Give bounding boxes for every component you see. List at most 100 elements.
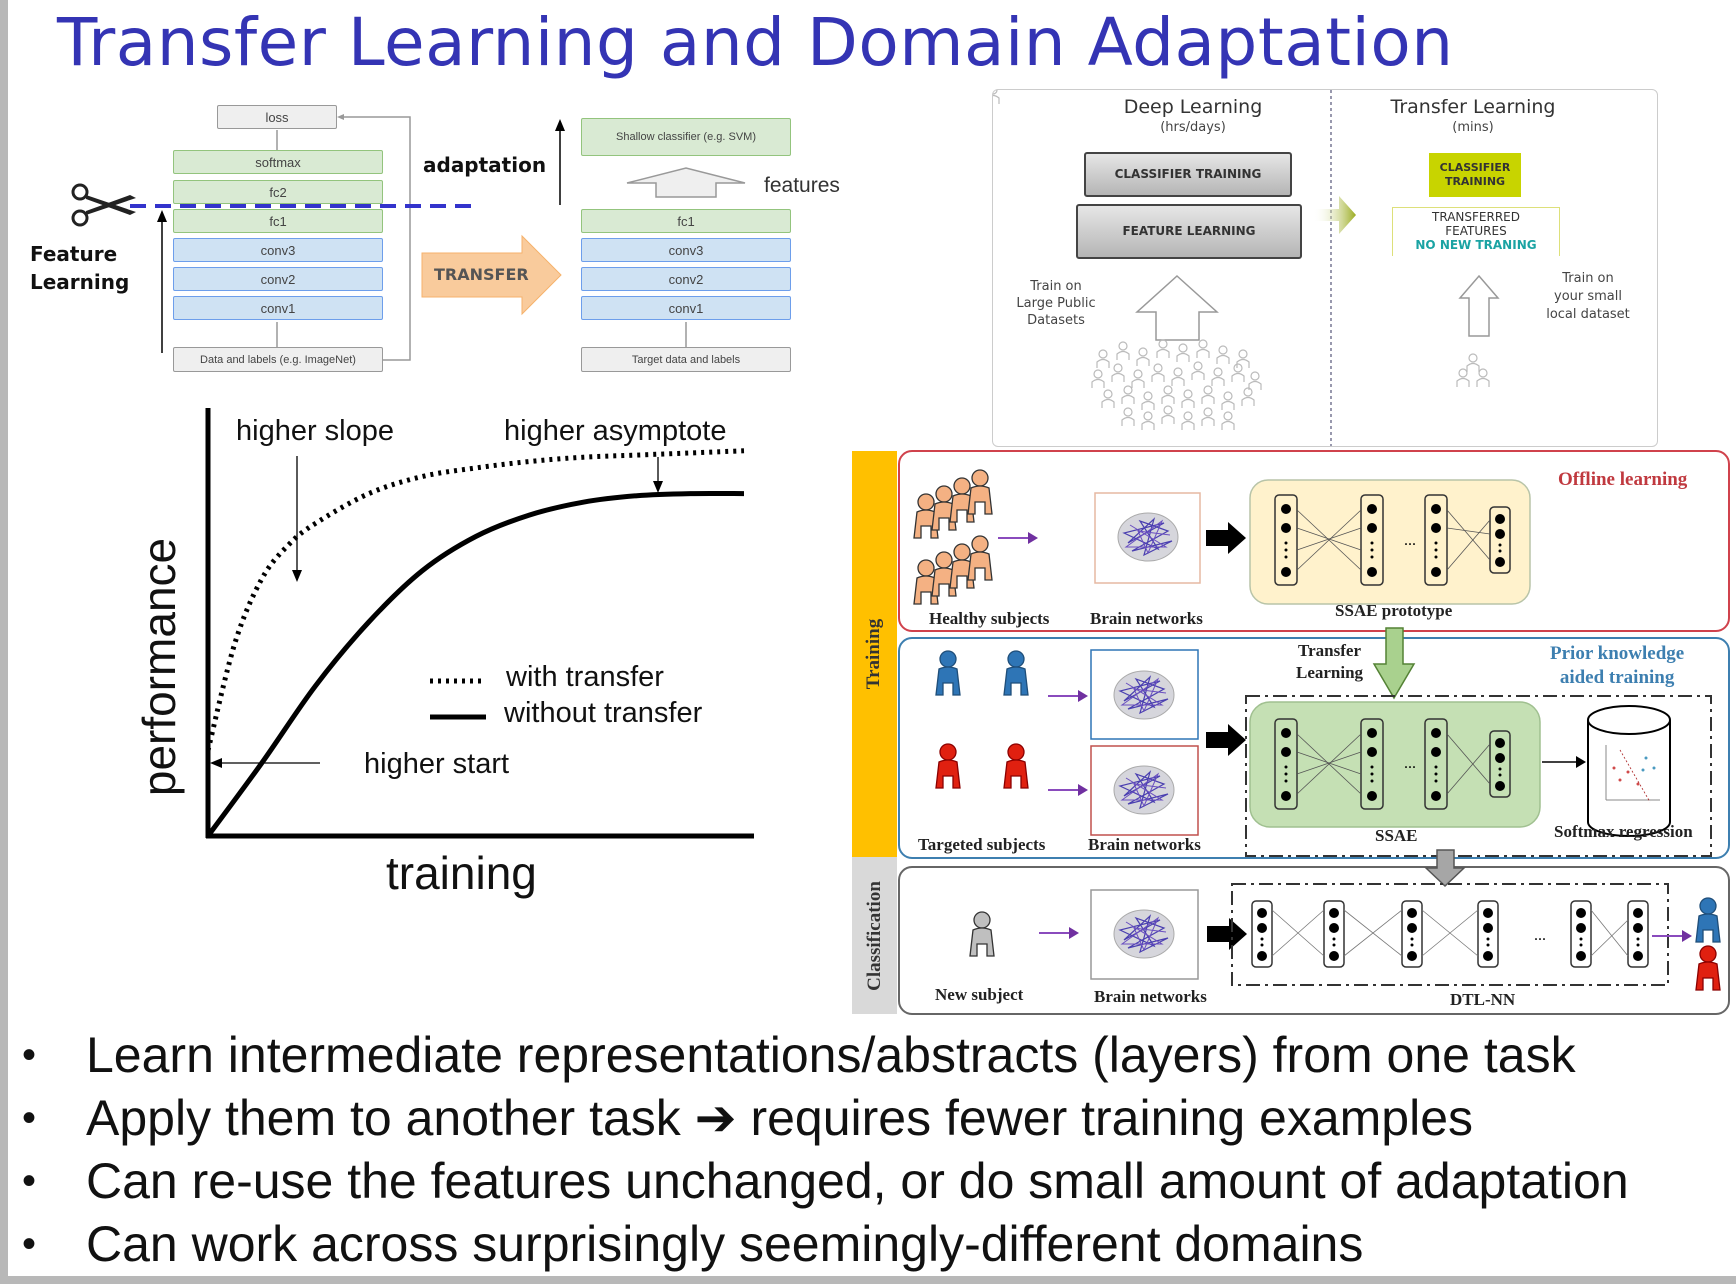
annotation-higher-start: higher start xyxy=(364,748,510,780)
transfer-learning-line-1: Transfer xyxy=(1298,641,1361,660)
offline-learning-title: Offline learning xyxy=(1558,469,1688,490)
tl-no-new-training: NO NEW TRANING xyxy=(1415,238,1537,252)
tl-title: Transfer Learning xyxy=(1390,96,1556,118)
learning-curve-svg xyxy=(205,408,754,839)
prior-title-line-2: aided training xyxy=(1559,667,1675,688)
ssae-box xyxy=(1249,701,1541,828)
dl-title: Deep Learning xyxy=(1123,96,1263,118)
tl-subtitle: (mins) xyxy=(1452,120,1494,135)
dl-vs-tl-graphics xyxy=(993,90,1500,446)
ssae-label: SSAE xyxy=(1375,826,1418,845)
tl-features-line-2: FEATURES xyxy=(1445,224,1507,238)
source-layer-conv3: conv3 xyxy=(173,238,383,262)
ssae-prototype-label: SSAE prototype xyxy=(1335,601,1453,620)
source-layer-conv1: conv1 xyxy=(173,296,383,320)
targeted-red-icons xyxy=(935,743,1029,789)
class-purple-arrow xyxy=(1038,926,1080,940)
dl-classifier-box: CLASSIFIER TRAINING xyxy=(1084,152,1292,197)
bullet-item: • Can work across surprisingly seemingly-… xyxy=(22,1213,1629,1276)
transfer-learning-line-2: Learning xyxy=(1296,663,1364,682)
tl-train-line-1: Train on xyxy=(1562,271,1614,286)
healthy-subjects-label: Healthy subjects xyxy=(929,609,1050,628)
training-strip: Training xyxy=(852,451,897,857)
classification-strip: Classification xyxy=(852,857,897,1014)
features-arrow xyxy=(626,167,746,198)
features-label: features xyxy=(764,174,840,197)
slide-title: Transfer Learning and Domain Adaptation xyxy=(57,4,1454,81)
transfer-learning-arrow xyxy=(1372,627,1416,700)
offline-brain-label: Brain networks xyxy=(1090,609,1203,628)
bullet-list: •Learn intermediate representations/abst… xyxy=(22,1024,1629,1276)
adaptation-label: adaptation xyxy=(423,153,547,177)
prior-black-arrow xyxy=(1206,724,1246,756)
bullet-dot: • xyxy=(22,1222,37,1266)
target-layer-conv3: conv3 xyxy=(581,238,791,262)
transfer-learning-label: Transfer Learning xyxy=(1296,640,1363,684)
class-black-arrow xyxy=(1207,918,1247,950)
targeted-subjects-label: Targeted subjects xyxy=(918,835,1046,854)
bullet-dot: • xyxy=(22,1033,37,1077)
dl-up-arrow xyxy=(1135,274,1219,341)
series-without-transfer xyxy=(205,490,745,838)
bullet-text: Can re-use the features unchanged, or do… xyxy=(86,1153,1629,1209)
prior-title-line-1: Prior knowledge xyxy=(1550,643,1685,664)
dl-train-line-3: Datasets xyxy=(1027,313,1085,328)
ssae-dashed-group xyxy=(1245,695,1712,857)
class-brain-label: Brain networks xyxy=(1094,987,1207,1006)
bullet-dot: • xyxy=(22,1096,37,1140)
legend-label-with: with transfer xyxy=(506,661,664,693)
feature-learning-label-1: Feature xyxy=(30,242,118,266)
annotation-higher-asymptote: higher asymptote xyxy=(504,415,727,447)
target-layer-conv1: conv1 xyxy=(581,296,791,320)
healthy-subjects-icons xyxy=(913,469,993,605)
target-layer-fc1: fc1 xyxy=(581,209,791,233)
slide-frame-bottom xyxy=(0,1276,1736,1284)
bullet-text: Can work across surprisingly seemingly-d… xyxy=(86,1216,1364,1272)
x-axis-label: training xyxy=(386,847,537,899)
offline-black-arrow xyxy=(1206,522,1246,554)
scissors-icon xyxy=(71,183,136,227)
source-layer-softmax: softmax xyxy=(173,150,383,174)
svg-text:...: ... xyxy=(1404,755,1416,772)
softmax-regression-label: Softmax regression xyxy=(1554,822,1693,841)
legend-label-without: without transfer xyxy=(504,697,703,729)
transfer-arrow xyxy=(421,234,562,316)
tl-up-arrow xyxy=(1458,274,1500,337)
dl-feature-box: FEATURE LEARNING xyxy=(1076,204,1302,259)
dl-train-line-1: Train on xyxy=(1030,279,1082,294)
prior-knowledge-title: Prior knowledge aided training xyxy=(1550,642,1684,690)
offline-ellipsis: ... xyxy=(1404,532,1416,549)
dtl-graphics: ... ... xyxy=(913,469,1721,991)
new-subject-label: New subject xyxy=(935,985,1024,1004)
prior-purple-arrow-red xyxy=(1047,783,1089,797)
feature-learning-label-2: Learning xyxy=(30,270,130,294)
loss-layer: loss xyxy=(217,105,337,129)
offline-brain-icon xyxy=(1117,512,1179,562)
output-red-person-icon xyxy=(1695,945,1721,991)
bullet-dot: • xyxy=(22,1159,37,1203)
slide-frame-left xyxy=(0,0,8,1284)
offline-purple-arrow xyxy=(997,531,1039,545)
feature-diagram-lines xyxy=(130,114,746,361)
dl-train-line-2: Large Public xyxy=(1016,296,1096,311)
y-axis-label: performance xyxy=(133,537,185,797)
target-data-box: Target data and labels xyxy=(581,347,791,372)
output-blue-person-icon xyxy=(1695,897,1721,943)
bullet-text: Apply them to another task ➔ requires fe… xyxy=(86,1090,1474,1146)
tl-train-note: Train on your small local dataset xyxy=(1533,270,1643,324)
bullet-item: • Apply them to another task ➔ requires f… xyxy=(22,1087,1629,1150)
transfer-label: TRANSFER xyxy=(434,265,529,284)
targeted-blue-icons xyxy=(935,650,1029,696)
dtl-nn-dashed-group xyxy=(1231,883,1669,986)
dtl-nn-label: DTL-NN xyxy=(1450,990,1516,1009)
bullet-item: •Learn intermediate representations/abst… xyxy=(22,1024,1629,1087)
svg-text:...: ... xyxy=(1534,927,1546,944)
source-data-box: Data and labels (e.g. ImageNet) xyxy=(173,347,383,372)
dl-vs-tl-panel: Deep Learning (hrs/days) CLASSIFIER TRAI… xyxy=(992,89,1658,447)
annotation-higher-slope: higher slope xyxy=(236,415,394,447)
ssae-prototype-box xyxy=(1249,479,1531,605)
prior-brain-label: Brain networks xyxy=(1088,835,1201,854)
crowd-icons xyxy=(993,90,1490,431)
series-with-transfer xyxy=(205,448,745,752)
tl-features-line-1: TRANSFERRED xyxy=(1432,210,1520,224)
